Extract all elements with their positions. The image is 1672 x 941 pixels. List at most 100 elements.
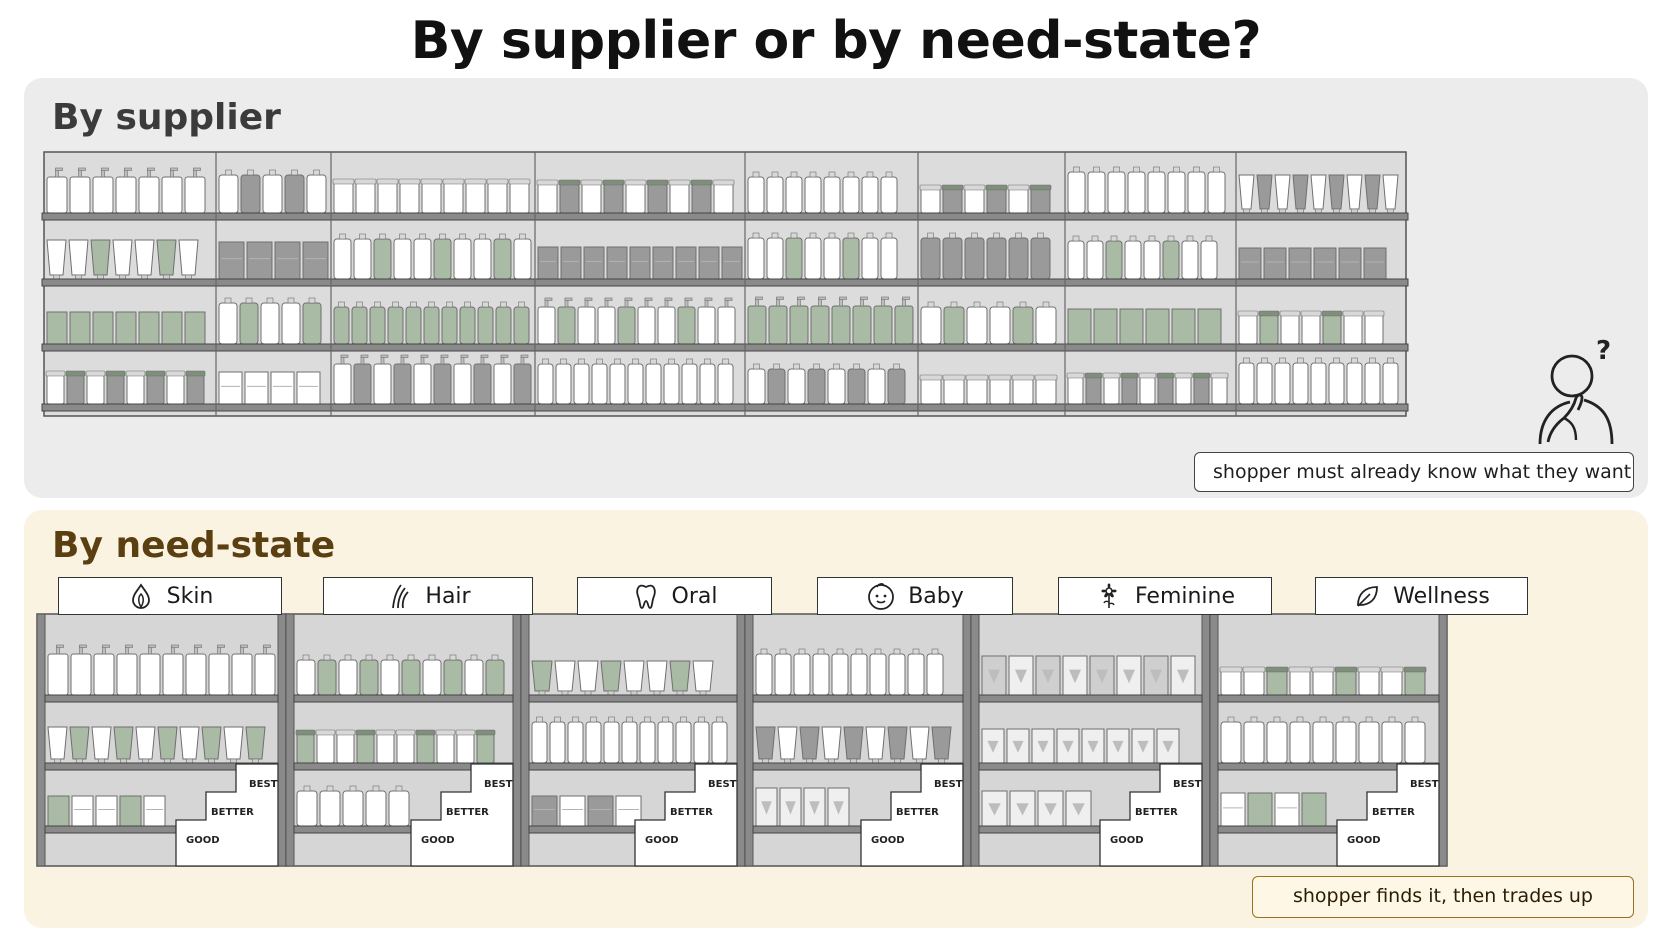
bottle-cap bbox=[491, 654, 499, 661]
jar-lid bbox=[332, 178, 355, 185]
jar-lid bbox=[624, 179, 647, 186]
box-product bbox=[1247, 792, 1273, 827]
bottle-cap bbox=[499, 233, 506, 240]
jar-lid bbox=[125, 370, 146, 377]
tube-cap bbox=[607, 690, 615, 696]
jar-lid bbox=[65, 370, 86, 377]
pack-mark bbox=[1069, 669, 1081, 684]
pump-nozzle bbox=[776, 296, 784, 300]
jar-lid bbox=[712, 179, 735, 186]
tube-product bbox=[1328, 174, 1345, 210]
page-title: By supplier or by need-state? bbox=[410, 11, 1262, 71]
tube-product bbox=[843, 726, 864, 760]
jar-lid bbox=[1288, 666, 1312, 673]
bottle-cap bbox=[572, 716, 579, 723]
tier-label-better: BETTER bbox=[670, 807, 713, 818]
bottle-product bbox=[711, 721, 728, 764]
jar-lid bbox=[1066, 372, 1085, 379]
bottle-cap bbox=[773, 363, 780, 370]
jar-lid bbox=[145, 370, 166, 377]
bottle-cap bbox=[1297, 357, 1304, 364]
bottle-cap bbox=[752, 171, 760, 178]
bottle-product bbox=[464, 659, 484, 696]
jar-lid bbox=[942, 374, 966, 381]
pump-nozzle bbox=[55, 167, 63, 171]
jar-lid bbox=[1311, 666, 1335, 673]
bottle-cap bbox=[1173, 166, 1180, 173]
bottle-cap bbox=[439, 233, 446, 240]
tier-label-best: BEST bbox=[708, 779, 737, 790]
tier-label-good: GOOD bbox=[186, 835, 220, 846]
bottle-cap bbox=[1319, 716, 1327, 723]
pump-nozzle bbox=[124, 167, 132, 171]
jar-lid bbox=[1029, 184, 1052, 191]
bottle-cap bbox=[392, 301, 399, 308]
bottle-cap bbox=[771, 171, 779, 178]
tube-product bbox=[68, 239, 89, 276]
bottle-cap bbox=[650, 358, 657, 365]
bottle-cap bbox=[247, 169, 254, 176]
jar-lid bbox=[1380, 666, 1404, 673]
bottle-cap bbox=[1110, 235, 1118, 242]
bottle-cap bbox=[847, 232, 855, 239]
tube-product bbox=[1310, 174, 1327, 210]
pump-nozzle bbox=[684, 297, 693, 301]
bottle-cap bbox=[419, 233, 426, 240]
supplier-caption: shopper must already know what they want bbox=[1194, 452, 1634, 492]
bottle-cap bbox=[996, 301, 1004, 308]
pump-bottle bbox=[231, 653, 253, 696]
jar-lid bbox=[1342, 310, 1364, 317]
jar-lid bbox=[355, 729, 376, 736]
tube-product bbox=[755, 726, 776, 760]
tube-cap bbox=[142, 758, 149, 764]
jar-lid bbox=[486, 178, 509, 185]
bottle-cap bbox=[428, 654, 436, 661]
bottle-cap bbox=[1129, 235, 1137, 242]
bottle-cap bbox=[931, 648, 939, 655]
bottle-cap bbox=[1369, 357, 1376, 364]
jar-product bbox=[436, 733, 455, 764]
bottle-product bbox=[443, 659, 463, 696]
bottle-cap bbox=[359, 233, 366, 240]
pump-nozzle bbox=[263, 644, 271, 648]
tube-cap bbox=[252, 758, 259, 764]
pack-mark bbox=[988, 803, 1001, 816]
bottle-cap bbox=[885, 232, 893, 239]
bottle-product bbox=[1243, 721, 1265, 764]
jar-lid bbox=[395, 729, 416, 736]
bottle-cap bbox=[790, 171, 798, 178]
bottle-product bbox=[812, 653, 830, 696]
category-label-feminine: Feminine bbox=[1134, 583, 1236, 609]
tube-product bbox=[531, 660, 553, 692]
bottle-cap bbox=[760, 648, 768, 655]
pack-mark bbox=[1015, 669, 1027, 684]
pump-nozzle bbox=[217, 644, 225, 648]
category-tab-feminine: Feminine bbox=[1058, 577, 1272, 615]
bottle-cap bbox=[519, 233, 526, 240]
jar-lid bbox=[690, 179, 713, 186]
pump-bottle bbox=[162, 653, 184, 696]
need-shelf-board bbox=[752, 694, 964, 703]
pack-mark bbox=[1137, 740, 1149, 753]
tube-product bbox=[799, 726, 820, 760]
jar-lid bbox=[85, 370, 106, 377]
bottle-cap bbox=[1113, 166, 1120, 173]
category-label-skin: Skin bbox=[166, 583, 214, 609]
bottle-cap bbox=[722, 358, 729, 365]
jar-lid bbox=[415, 729, 436, 736]
pack-mark bbox=[1087, 740, 1099, 753]
tube-cap bbox=[828, 758, 835, 764]
pump-bottle bbox=[185, 653, 207, 696]
bottle-product bbox=[359, 659, 379, 696]
bottle-product bbox=[793, 653, 811, 696]
bottle-cap bbox=[554, 716, 561, 723]
bottle-product bbox=[755, 653, 773, 696]
bottle-cap bbox=[753, 363, 760, 370]
bottle-product bbox=[296, 790, 318, 827]
tube-cap bbox=[699, 690, 707, 696]
pump-nozzle bbox=[881, 296, 889, 300]
tube-product bbox=[821, 726, 842, 760]
jar-product bbox=[376, 733, 395, 764]
bottle-cap bbox=[245, 297, 253, 304]
bottle-product bbox=[621, 721, 638, 764]
